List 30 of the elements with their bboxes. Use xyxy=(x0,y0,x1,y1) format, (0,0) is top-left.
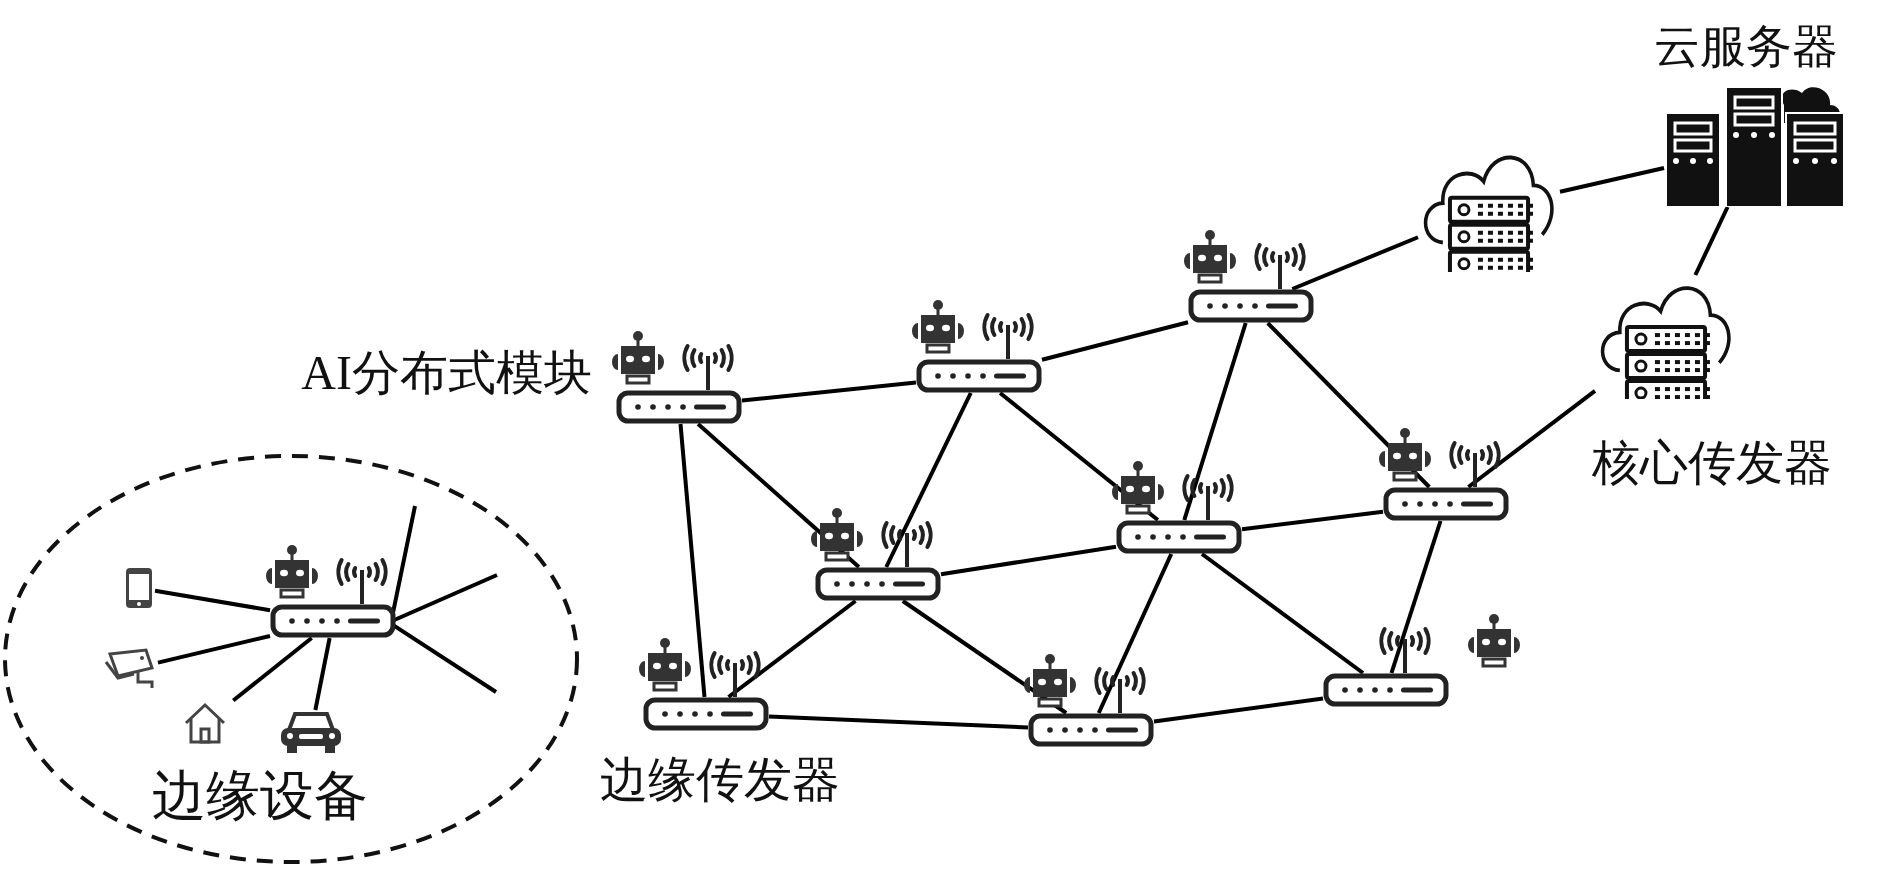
connection-line xyxy=(741,380,917,403)
connection-line xyxy=(1389,520,1443,674)
connection-line xyxy=(768,714,1029,730)
heading: 云服务器 xyxy=(1653,24,1839,70)
group-label: 边缘设备 xyxy=(152,769,368,823)
text-label: AI分布式模块 xyxy=(301,349,592,397)
connection-line xyxy=(154,588,271,613)
connection-line xyxy=(1241,509,1384,532)
connection-line xyxy=(998,391,1160,522)
connection-line xyxy=(1200,552,1365,675)
connection-line xyxy=(157,634,271,665)
connection-line xyxy=(1041,320,1189,362)
connection-line xyxy=(1266,321,1431,489)
connection-line xyxy=(727,599,857,699)
connection-line xyxy=(1291,235,1419,291)
connection-line xyxy=(1559,166,1665,194)
connection-line xyxy=(696,422,861,569)
connection-line xyxy=(678,423,707,698)
connection-line xyxy=(313,637,332,711)
connection-line xyxy=(232,636,313,703)
connection-line xyxy=(1182,322,1248,521)
connection-line xyxy=(1467,389,1597,489)
connection-line xyxy=(901,599,1068,715)
connection-line xyxy=(1693,206,1730,276)
connection-line xyxy=(1153,696,1324,724)
connection-line xyxy=(940,544,1117,577)
connection-line xyxy=(1096,553,1174,714)
connection-line xyxy=(884,392,973,568)
text-label: 边缘传发器 xyxy=(600,756,840,804)
text-label: 核心传发器 xyxy=(1592,439,1832,487)
